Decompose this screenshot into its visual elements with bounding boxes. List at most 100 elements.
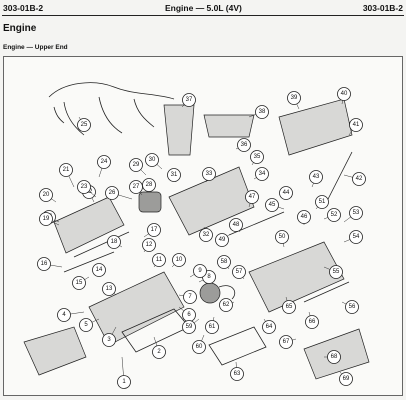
- callout-number: 10: [176, 257, 183, 263]
- callout-circle: [107, 235, 121, 249]
- exploded-view-drawing: 1234567891011121314151616171819202122232…: [23, 82, 370, 389]
- callout-46: 46: [297, 210, 311, 225]
- callout-9: 9: [189, 264, 207, 278]
- page-header: 303-01B-2 Engine — 5.0L (4V) 303-01B-2: [0, 0, 406, 16]
- callout-51: 51: [315, 195, 329, 210]
- callout-circle: [182, 93, 196, 107]
- callout-4: 4: [57, 308, 85, 322]
- callout-circle: [237, 138, 251, 152]
- callout-54: 54: [343, 230, 363, 244]
- callout-number: 27: [133, 184, 140, 190]
- callout-circle: [255, 167, 269, 181]
- exploded-view-figure: 1234567891011121314151616171819202122232…: [3, 56, 403, 396]
- callout-circle: [230, 367, 244, 381]
- throttle-body: [138, 191, 162, 213]
- callout-number: 34: [259, 171, 266, 177]
- callout-number: 39: [291, 95, 298, 101]
- callout-circle: [297, 210, 311, 224]
- callout-23: 23: [77, 180, 97, 198]
- callout-number: 56: [349, 304, 356, 310]
- callout-circle: [79, 318, 93, 332]
- callout-68: 68: [324, 350, 341, 364]
- callout-circle: [172, 253, 186, 267]
- callout-number: 19: [43, 216, 50, 222]
- callout-number: 66: [309, 319, 316, 325]
- callout-circle: [339, 372, 353, 386]
- callout-circle: [309, 170, 323, 184]
- callout-circle: [37, 257, 51, 271]
- callout-circle: [152, 253, 166, 267]
- callout-53: 53: [343, 206, 363, 223]
- callout-37: 37: [181, 93, 196, 108]
- callout-62: 62: [219, 298, 235, 312]
- callout-circle: [205, 320, 219, 334]
- callout-circle: [305, 315, 319, 329]
- callout-number: 65: [286, 304, 293, 310]
- callout-number: 25: [81, 122, 88, 128]
- callout-circle: [199, 228, 213, 242]
- callout-number: 20: [43, 192, 50, 198]
- callout-number: 11: [156, 257, 163, 263]
- callout-15: 15: [72, 276, 90, 290]
- callout-circle: [39, 212, 53, 226]
- callout-number: 52: [331, 212, 338, 218]
- callout-2: 2: [152, 336, 166, 359]
- callout-circle: [279, 335, 293, 349]
- callout-34: 34: [253, 167, 269, 181]
- callout-19: 19: [39, 212, 60, 226]
- callout-circle: [245, 190, 259, 204]
- callout-circle: [167, 168, 181, 182]
- fuel-rail-left: [163, 104, 195, 156]
- callout-number: 46: [301, 214, 308, 220]
- callout-number: 28: [146, 182, 153, 188]
- callout-circle: [57, 308, 71, 322]
- callout-57: 57: [232, 265, 246, 280]
- callout-number: 54: [353, 234, 360, 240]
- camshaft-left-upper: [73, 231, 130, 258]
- intake-manifold: [168, 166, 255, 236]
- callout-48: 48: [229, 218, 243, 233]
- callout-10: 10: [171, 253, 186, 268]
- dipstick: [323, 151, 353, 208]
- callout-7: 7: [178, 290, 197, 304]
- callout-16: 16: [37, 257, 63, 271]
- callout-circle: [39, 188, 53, 202]
- callout-number: 49: [219, 237, 226, 243]
- callout-circle: [117, 375, 131, 389]
- section-title: Engine: [3, 23, 37, 34]
- callout-number: 35: [254, 154, 261, 160]
- callout-number: 50: [279, 234, 286, 240]
- callout-13: 13: [102, 282, 117, 296]
- callout-circle: [202, 167, 216, 181]
- cylinder-head-right: [248, 241, 345, 313]
- callout-circle: [315, 195, 329, 209]
- header-left-code: 303-01B-2: [3, 3, 44, 13]
- callout-number: 53: [353, 210, 360, 216]
- callout-number: 2: [157, 349, 161, 355]
- callout-25: 25: [77, 116, 91, 132]
- valve-cover-left: [53, 196, 125, 254]
- timing-chain: [218, 285, 236, 300]
- callout-38: 38: [248, 105, 269, 119]
- callout-number: 24: [101, 159, 108, 165]
- callout-circle: [250, 150, 264, 164]
- head-gasket-right: [208, 326, 267, 366]
- callout-number: 16: [41, 261, 48, 267]
- callout-number: 4: [62, 312, 66, 318]
- callout-number: 29: [133, 162, 140, 168]
- callout-circle: [102, 333, 116, 347]
- callout-64: 64: [262, 318, 276, 334]
- callout-number: 3: [107, 337, 111, 343]
- callout-circle: [329, 265, 343, 279]
- callout-number: 23: [81, 184, 88, 190]
- callout-35: 35: [250, 150, 264, 166]
- callout-circle: [105, 186, 119, 200]
- callout-layer: 1234567891011121314151616171819202122232…: [37, 87, 366, 389]
- callout-number: 42: [356, 176, 363, 182]
- callout-42: 42: [343, 172, 366, 186]
- callout-number: 51: [319, 199, 326, 205]
- callout-47: 47: [245, 190, 259, 208]
- callout-circle: [262, 320, 276, 334]
- callout-17: 17: [143, 223, 161, 238]
- callout-circle: [193, 264, 207, 278]
